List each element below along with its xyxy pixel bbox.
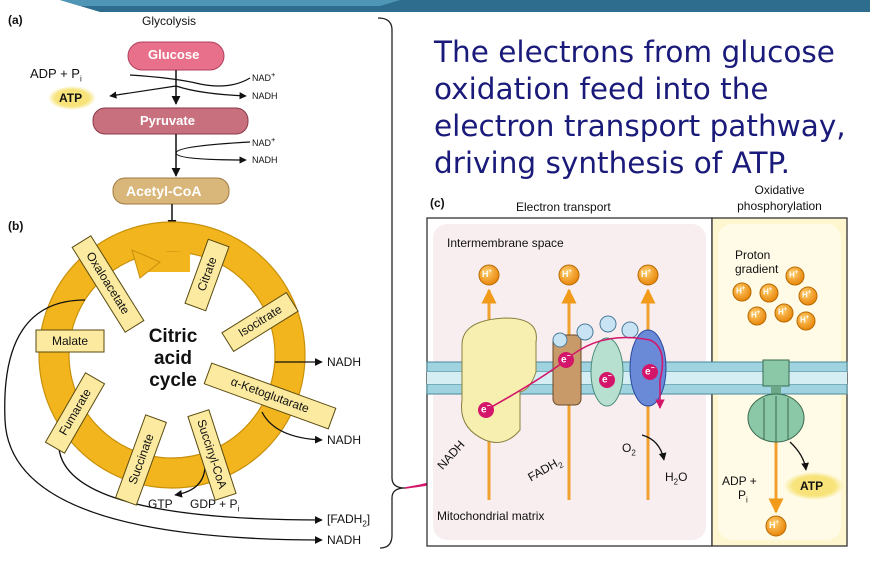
nad-label-1: NAD+ bbox=[252, 70, 276, 83]
box-isocitrate bbox=[221, 291, 299, 353]
box-succinyl-coa bbox=[187, 409, 237, 501]
pyruvate-label: Pyruvate bbox=[140, 113, 195, 128]
panel-c-electron-transport bbox=[426, 217, 848, 547]
cycle-center-2: acid bbox=[153, 348, 193, 369]
proton-circles bbox=[478, 264, 818, 537]
proton-h-5: H+ bbox=[736, 286, 746, 296]
gdp-label: GDP + Pi bbox=[190, 497, 240, 514]
box-fumarate bbox=[44, 372, 106, 454]
panel-b-tag: (b) bbox=[8, 219, 24, 233]
acetyl-coa-label: Acetyl-CoA bbox=[126, 183, 202, 199]
atp-label-c: ATP bbox=[800, 479, 824, 493]
matrix-label: Mitochondrial matrix bbox=[437, 509, 545, 523]
box-ketoglutarate bbox=[203, 362, 337, 430]
header-bar bbox=[60, 0, 870, 12]
electron-e-1: e− bbox=[481, 403, 491, 416]
acetyl-coa-box bbox=[112, 177, 230, 205]
oxphos-title-1: Oxidative bbox=[754, 183, 805, 197]
pi-label-c: Pi bbox=[738, 488, 748, 505]
panel-a-tag: (a) bbox=[8, 13, 23, 27]
atp-glow-c bbox=[784, 472, 844, 500]
pyruvate-box bbox=[92, 107, 249, 135]
electron-e-2: e− bbox=[561, 353, 571, 366]
adp-label: ADP + Pi bbox=[30, 66, 82, 84]
box-succinate bbox=[114, 414, 168, 506]
panel-b-citric-acid-cycle bbox=[4, 221, 337, 544]
atp-arrow bbox=[109, 85, 177, 99]
proton-h-7: H+ bbox=[802, 290, 812, 300]
atp-synthase bbox=[747, 359, 805, 443]
panel-c-tag: (c) bbox=[430, 196, 445, 210]
proton-h-11: H+ bbox=[769, 520, 780, 530]
glucose-label: Glucose bbox=[148, 47, 200, 62]
proton-gradient-1: Proton bbox=[735, 248, 771, 262]
proton-h-3: H+ bbox=[641, 269, 652, 279]
panel-a-glycolysis bbox=[48, 41, 251, 229]
cycle-center-1: Citric bbox=[148, 326, 198, 347]
proton-h-4: H+ bbox=[789, 270, 799, 280]
electron-transport-title: Electron transport bbox=[516, 200, 611, 214]
nadh-right-1: NADH bbox=[327, 355, 362, 369]
atp-label-a: ATP bbox=[59, 91, 83, 105]
nadh-label-1: NADH bbox=[252, 91, 278, 101]
proton-h-10: H+ bbox=[800, 315, 810, 325]
nadh-right-2: NADH bbox=[327, 433, 362, 447]
cycle-ring bbox=[39, 222, 305, 488]
atp-glow-a bbox=[48, 86, 96, 110]
o2-label: O2 bbox=[622, 441, 636, 458]
electron-circles bbox=[478, 352, 658, 418]
proton-h-9: H+ bbox=[778, 307, 788, 317]
electron-path bbox=[485, 336, 665, 411]
adp-curve bbox=[129, 74, 251, 87]
proton-h-6: H+ bbox=[763, 287, 773, 297]
adp-label-c: ADP + bbox=[722, 474, 757, 488]
intermembrane-label: Intermembrane space bbox=[447, 236, 564, 250]
proton-h-1: H+ bbox=[482, 269, 493, 279]
nadh-bottom: NADH bbox=[327, 533, 362, 547]
slide-headline: The electrons from glucose oxidation fee… bbox=[434, 35, 846, 180]
proton-gradient-2: gradient bbox=[735, 262, 779, 276]
fadh2-label: [FADH2] bbox=[327, 512, 371, 529]
nadh2-arrow bbox=[175, 141, 251, 164]
cycle-center-3: cycle bbox=[149, 370, 197, 391]
proton-h-8: H+ bbox=[751, 310, 761, 320]
nad-label-2: NAD+ bbox=[252, 135, 276, 148]
h2o-label: H2O bbox=[665, 470, 688, 487]
bracket bbox=[377, 17, 406, 549]
box-citrate bbox=[184, 238, 230, 312]
box-malate bbox=[35, 329, 105, 353]
electron-e-3: e− bbox=[602, 373, 612, 386]
nadh-label-2: NADH bbox=[252, 155, 278, 165]
glycolysis-title: Glycolysis bbox=[142, 14, 197, 28]
gtp-label: GTP bbox=[148, 497, 173, 511]
electron-e-4: e− bbox=[645, 365, 655, 378]
oxphos-title-2: phosphorylation bbox=[737, 199, 822, 213]
nadh1-arrow bbox=[175, 85, 247, 100]
proton-h-2: H+ bbox=[562, 269, 573, 279]
malate-label: Malate bbox=[51, 334, 89, 348]
box-oxaloacetate bbox=[71, 235, 145, 333]
